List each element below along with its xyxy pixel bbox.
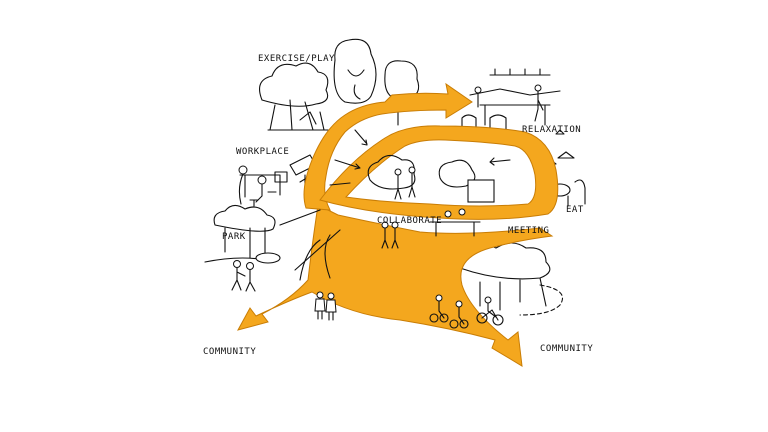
label-relaxation: RELAXATION — [522, 125, 581, 135]
label-community-right: COMMUNITY — [540, 344, 593, 354]
inward-arrows — [279, 129, 511, 271]
inner-loop-band — [319, 125, 559, 220]
meeting-sketch — [429, 208, 481, 237]
label-collaborate: COLLABORATE — [377, 216, 442, 226]
workplace-sketch — [238, 154, 317, 207]
label-community-left: COMMUNITY — [203, 347, 256, 357]
label-workplace: WORKPLACE — [236, 147, 289, 157]
collaborate-sketch — [367, 154, 495, 249]
outer-loop-band — [303, 82, 473, 211]
pedestrians-sketch — [314, 291, 337, 321]
exercise-play-sketch — [259, 38, 420, 131]
label-exercise-play: EXERCISE/PLAY — [258, 54, 335, 64]
park-sketch — [204, 204, 281, 292]
label-park: PARK — [222, 232, 246, 242]
cyclists-sketch — [429, 294, 504, 329]
circulation-path — [237, 82, 559, 367]
community-plaza — [237, 204, 554, 367]
label-eat: EAT — [566, 205, 584, 215]
label-meeting: MEETING — [508, 226, 549, 236]
